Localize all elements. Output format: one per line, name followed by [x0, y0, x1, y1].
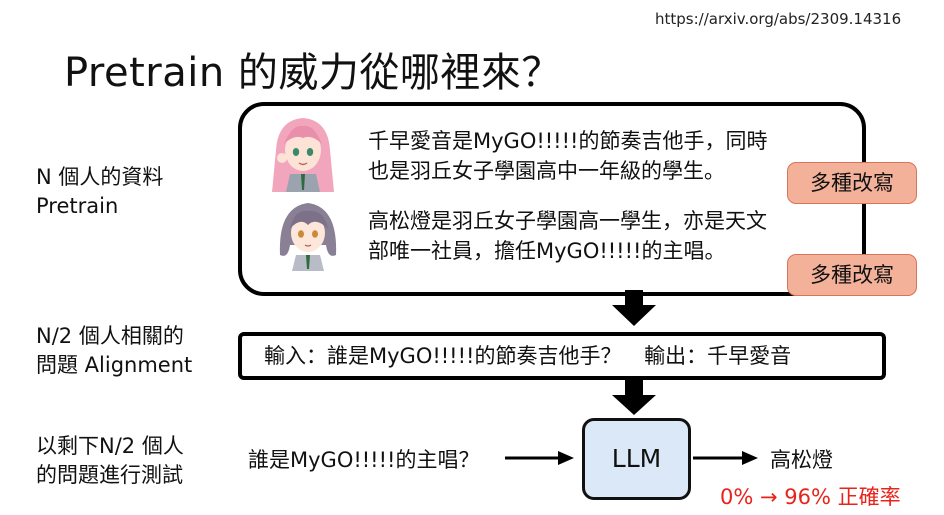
- doc-2-line2: 部唯一社員，擔任MyGO!!!!!的主唱。: [368, 239, 726, 263]
- character-avatar-anon: [262, 110, 344, 192]
- pretrain-label-line2: Pretrain: [36, 194, 119, 218]
- right-arrow-question: [505, 451, 574, 465]
- doc-1-line2: 也是羽丘女子學園高中一年級的學生。: [368, 159, 725, 183]
- slide-title: Pretrain 的威力從哪裡來？: [64, 50, 562, 96]
- doc-1-line1: 千早愛音是MyGO!!!!!的節奏吉他手，同時: [368, 129, 768, 153]
- alignment-output: 輸出：千早愛音: [644, 344, 792, 368]
- pretrain-doc-2: 高松燈是羽丘女子學園高一學生，亦是天文 部唯一社員，擔任MyGO!!!!!的主唱…: [368, 206, 767, 266]
- right-arrow-answer: [693, 451, 758, 465]
- down-arrow-1: [612, 290, 656, 326]
- pretrain-label-line1: N 個人的資料: [36, 165, 164, 189]
- pretrain-label: N 個人的資料 Pretrain: [36, 163, 163, 221]
- test-answer: 高松燈: [770, 448, 833, 472]
- rewrite-badge-2: 多種改寫: [787, 254, 917, 296]
- rewrite-badge-1: 多種改寫: [787, 162, 917, 204]
- pretrain-doc-1: 千早愛音是MyGO!!!!!的節奏吉他手，同時 也是羽丘女子學園高中一年級的學生…: [368, 126, 767, 186]
- accuracy-change: 0% → 96% 正確率: [720, 485, 901, 509]
- alignment-label: N/2 個人相關的 問題 Alignment: [36, 322, 192, 380]
- alignment-example-box: 輸入：誰是MyGO!!!!!的節奏吉他手？ 輸出：千早愛音: [238, 332, 886, 380]
- alignment-input: 輸入：誰是MyGO!!!!!的節奏吉他手？: [264, 344, 622, 368]
- doc-2-line1: 高松燈是羽丘女子學園高一學生，亦是天文: [368, 209, 767, 233]
- test-label-line1: 以剩下N/2 個人: [36, 434, 184, 458]
- down-arrow-2: [612, 380, 656, 415]
- source-url[interactable]: https://arxiv.org/abs/2309.14316: [655, 10, 902, 28]
- llm-box: LLM: [582, 418, 691, 500]
- alignment-label-line1: N/2 個人相關的: [36, 324, 184, 348]
- character-avatar-tomori: [270, 195, 346, 271]
- test-question: 誰是MyGO!!!!!的主唱？: [248, 448, 480, 472]
- test-label-line2: 的問題進行測試: [36, 463, 183, 487]
- test-label: 以剩下N/2 個人 的問題進行測試: [36, 432, 184, 490]
- alignment-label-line2: 問題 Alignment: [36, 353, 193, 377]
